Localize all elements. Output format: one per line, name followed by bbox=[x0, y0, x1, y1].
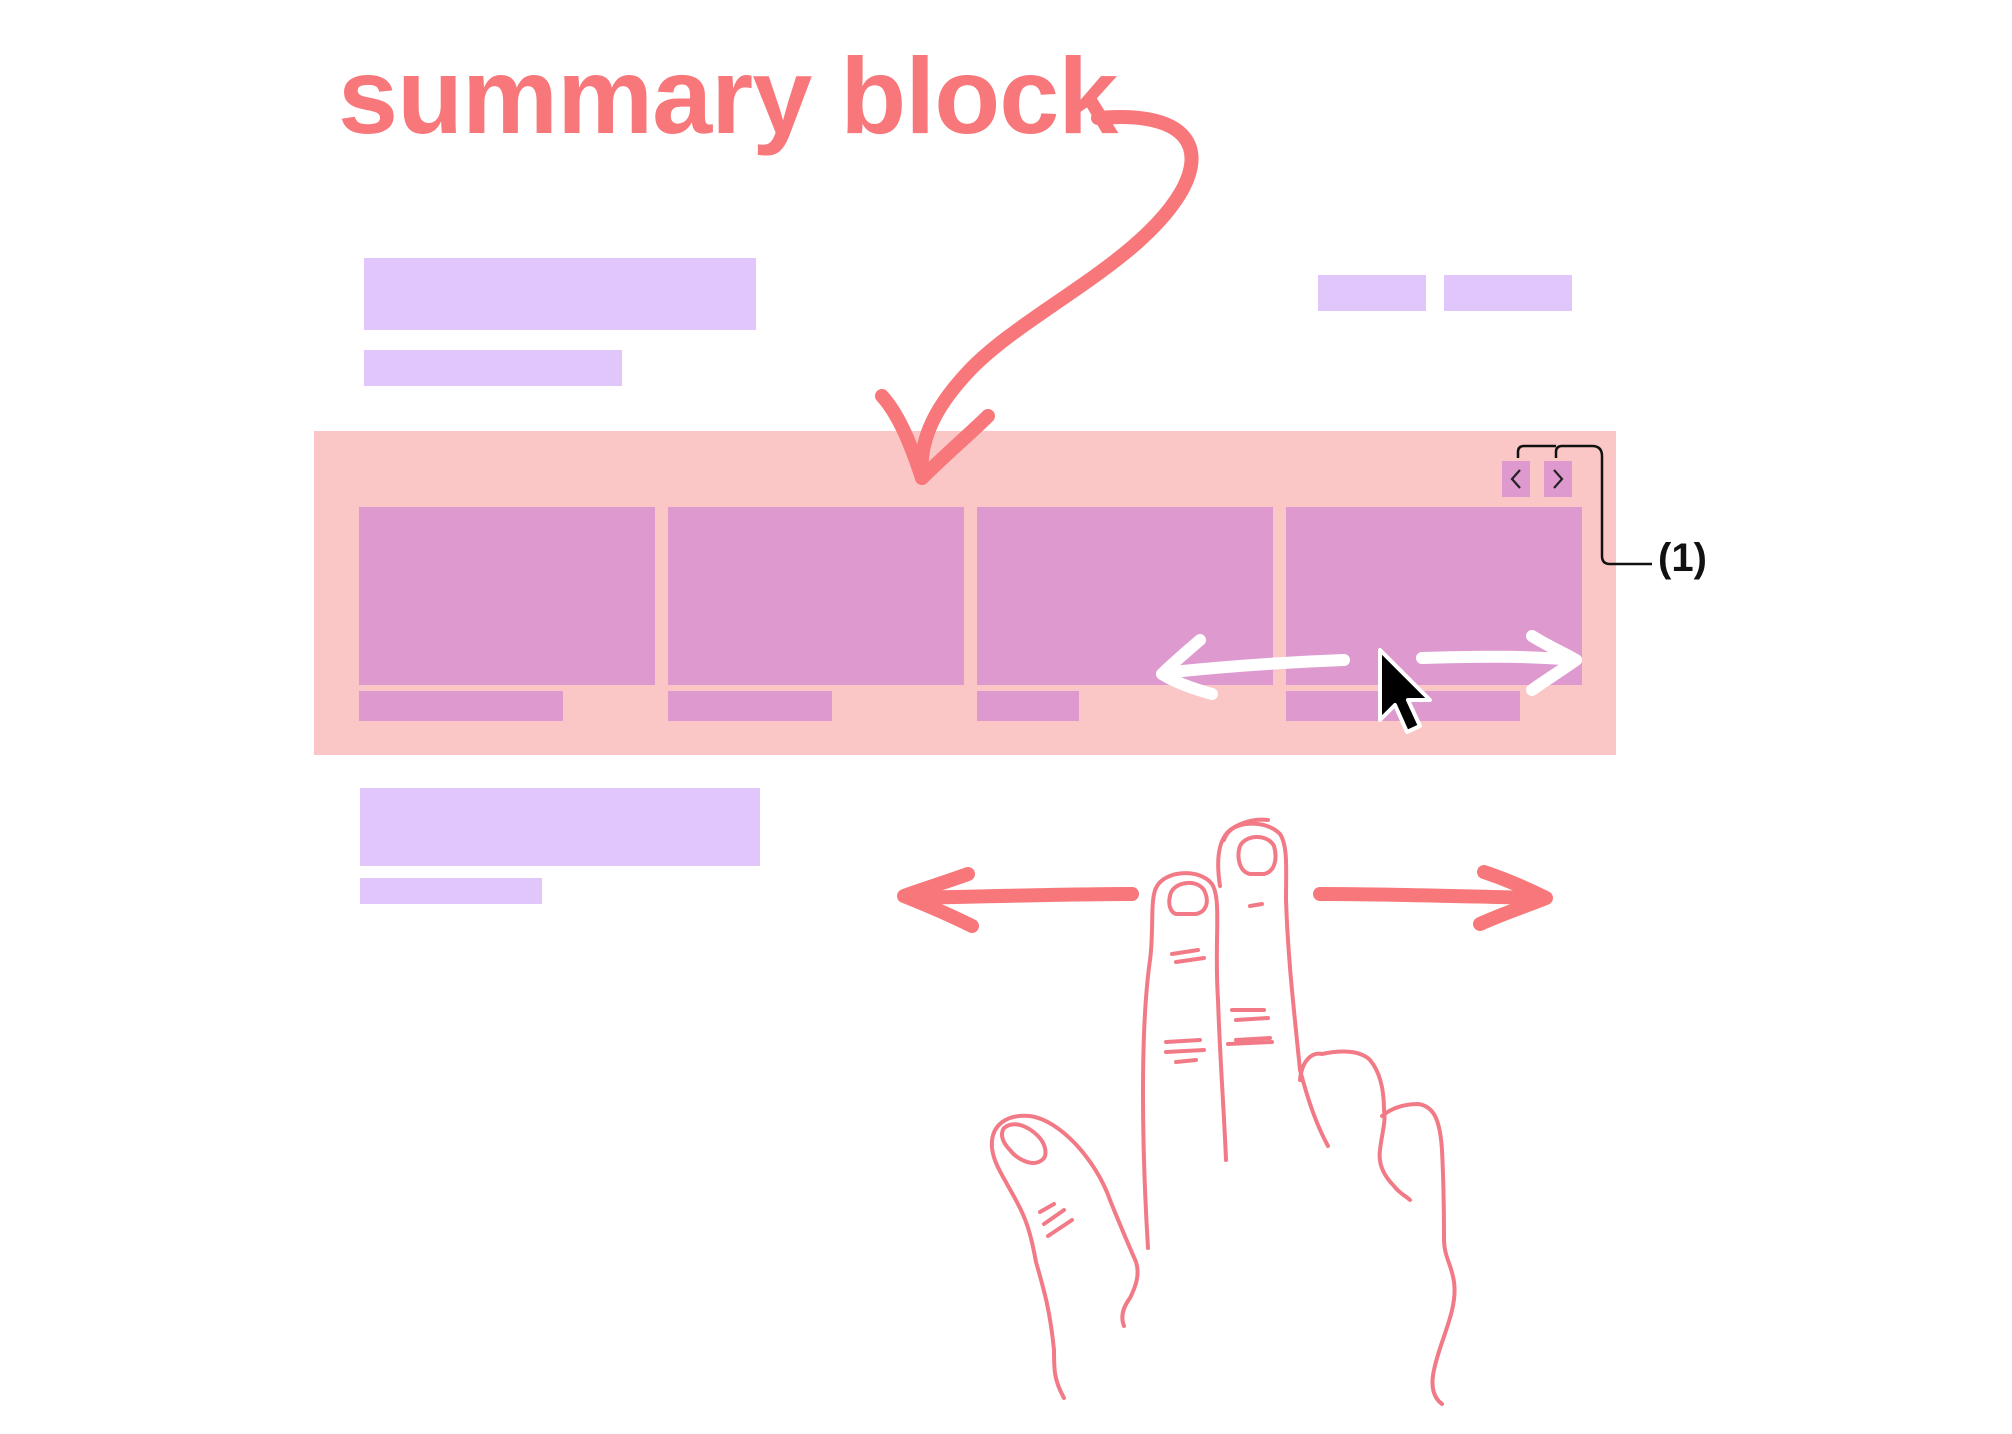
page-subtitle-placeholder bbox=[364, 350, 622, 386]
carousel-card-2-label bbox=[668, 691, 832, 721]
nav-buttons-callout-label: (1) bbox=[1658, 536, 1707, 580]
two-finger-swipe-arrows-icon bbox=[897, 865, 1553, 933]
page-title-placeholder bbox=[364, 258, 756, 330]
swipe-arrows-icon bbox=[1156, 630, 1582, 700]
callout-bracket bbox=[1516, 444, 1652, 566]
mouse-cursor-icon bbox=[1378, 648, 1432, 734]
carousel-card-1[interactable] bbox=[359, 507, 655, 685]
summary-block-annotation: summary block bbox=[338, 35, 1118, 156]
carousel-prev-button[interactable] bbox=[1502, 461, 1530, 497]
pointer-arrow-icon bbox=[875, 110, 1199, 485]
carousel-card-3-label bbox=[977, 691, 1079, 721]
header-action-placeholder-2[interactable] bbox=[1444, 275, 1572, 311]
section-heading-placeholder bbox=[360, 788, 760, 866]
header-action-placeholder-1[interactable] bbox=[1318, 275, 1426, 311]
chevron-left-icon bbox=[1510, 469, 1521, 489]
section-text-placeholder bbox=[360, 878, 542, 904]
carousel-card-3[interactable] bbox=[977, 507, 1273, 685]
carousel-next-button[interactable] bbox=[1544, 461, 1572, 497]
chevron-right-icon bbox=[1553, 469, 1564, 489]
carousel-card-2[interactable] bbox=[668, 507, 964, 685]
carousel-card-1-label bbox=[359, 691, 563, 721]
two-finger-swipe-hand-icon bbox=[989, 817, 1457, 1406]
